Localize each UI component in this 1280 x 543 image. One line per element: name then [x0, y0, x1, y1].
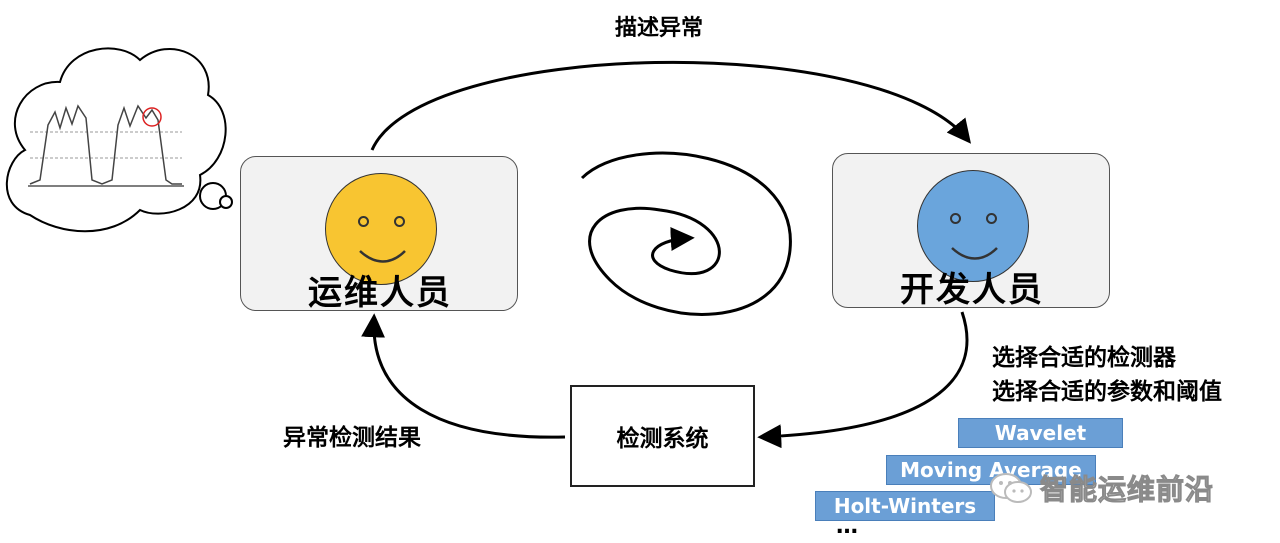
arrow-system-to-ops: [361, 313, 566, 439]
thought-bubble-small: [219, 195, 233, 209]
dev-note-params: 选择合适的参数和阈值: [992, 379, 1222, 405]
arrow-dev-to-system: [757, 311, 969, 449]
wechat-icon: [990, 473, 1032, 503]
algo-holt-winters: Holt-Winters: [815, 491, 995, 521]
dev-box: 开发人员: [832, 153, 1110, 310]
ops-role-label: 运维人员: [308, 273, 452, 313]
arrow-describe-anomaly: [370, 60, 972, 151]
detection-system-box: 检测系统: [570, 385, 755, 487]
detection-result-label: 异常检测结果: [283, 425, 421, 451]
spiral-icon: [580, 151, 792, 316]
algo-ellipsis: …: [836, 514, 858, 539]
describe-anomaly-label: 描述异常: [615, 16, 704, 41]
smiley-face-icon: [917, 170, 1029, 282]
smiley-face-icon: [325, 173, 437, 285]
right-eye: [986, 213, 997, 224]
left-eye: [950, 213, 961, 224]
watermark-text: 智能运维前沿: [1039, 473, 1215, 507]
left-eye: [358, 216, 369, 227]
dev-note-detector: 选择合适的检测器: [992, 345, 1176, 371]
smile: [358, 249, 406, 263]
right-eye: [394, 216, 405, 227]
dev-role-label: 开发人员: [900, 270, 1044, 310]
ops-box: 运维人员: [240, 156, 518, 313]
anomaly-highlight-circle: [142, 107, 162, 127]
algo-wavelet: Wavelet: [958, 418, 1123, 448]
watermark: 智能运维前沿: [988, 468, 1214, 508]
smile: [950, 246, 998, 260]
anomaly-chart-sketch: [28, 104, 184, 187]
